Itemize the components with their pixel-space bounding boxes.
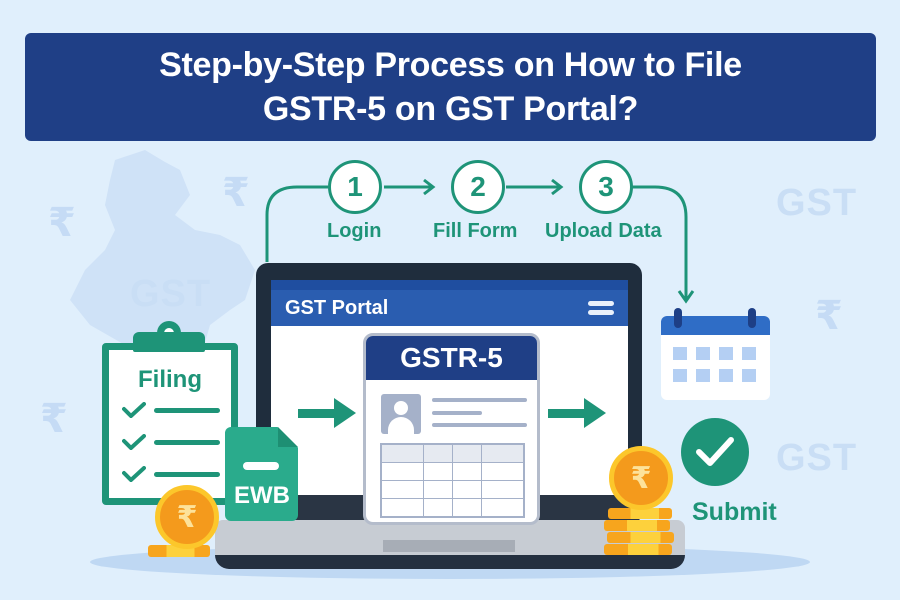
laptop-trackpad xyxy=(383,540,515,552)
title-banner: Step-by-Step Process on How to File GSTR… xyxy=(25,33,876,141)
arrow-right-icon xyxy=(298,398,356,428)
rupee-watermark-icon: ₹ xyxy=(48,201,76,245)
check-icon xyxy=(122,434,146,450)
gstr5-form-card: GSTR-5 xyxy=(363,333,540,525)
rupee-coin-icon: ₹ xyxy=(609,446,673,510)
coin-symbol: ₹ xyxy=(630,461,652,495)
step-2-circle: 2 xyxy=(451,160,505,214)
portal-header-bar: GST Portal xyxy=(271,280,628,326)
form-text-line xyxy=(432,411,482,415)
check-icon xyxy=(122,466,146,482)
step-2-label: Fill Form xyxy=(433,220,518,242)
form-text-line xyxy=(432,398,527,402)
checklist-item xyxy=(122,466,220,482)
calendar-icon xyxy=(661,316,770,400)
filing-clipboard xyxy=(102,343,238,505)
ewb-dash xyxy=(243,462,279,470)
ewb-label: EWB xyxy=(234,482,290,509)
step-3-circle: 3 xyxy=(579,160,633,214)
step-3-label: Upload Data xyxy=(545,220,662,242)
title-line-1: Step-by-Step Process on How to File xyxy=(159,46,742,84)
gst-watermark: GST xyxy=(130,273,212,315)
portal-title: GST Portal xyxy=(285,296,389,319)
rupee-watermark-icon: ₹ xyxy=(40,397,68,441)
calendar-ring xyxy=(748,308,756,328)
hamburger-menu-icon[interactable] xyxy=(588,301,614,315)
india-map-silhouette xyxy=(70,150,255,420)
rupee-watermark-icon: ₹ xyxy=(222,171,250,215)
rupee-watermark-icon: ₹ xyxy=(815,294,843,338)
form-text-line xyxy=(432,423,527,427)
rupee-coin-icon: ₹ xyxy=(155,485,219,549)
filing-label: Filing xyxy=(138,366,202,393)
form-table xyxy=(380,443,525,518)
title-line-2: GSTR-5 on GST Portal? xyxy=(262,90,639,128)
clipboard-clip xyxy=(133,332,205,352)
submit-check-icon[interactable] xyxy=(681,418,749,486)
submit-label: Submit xyxy=(692,498,777,526)
step-3-number: 3 xyxy=(598,171,614,202)
checklist-item xyxy=(122,402,220,418)
gst-watermark: GST xyxy=(776,182,858,224)
checklist-item xyxy=(122,434,220,450)
calendar-ring xyxy=(674,308,682,328)
checklist xyxy=(122,402,220,482)
user-avatar-icon xyxy=(381,394,421,434)
laptop-base-edge xyxy=(215,555,685,569)
gst-watermark: GST xyxy=(776,437,858,479)
check-icon xyxy=(122,402,146,418)
step-1-circle: 1 xyxy=(328,160,382,214)
step-1-number: 1 xyxy=(347,171,363,202)
step-2-number: 2 xyxy=(470,171,486,202)
form-title: GSTR-5 xyxy=(366,336,537,380)
step-1-label: Login xyxy=(327,220,382,242)
arrow-right-icon xyxy=(548,398,606,428)
coin-symbol: ₹ xyxy=(176,500,198,534)
coin-stack xyxy=(604,508,674,555)
